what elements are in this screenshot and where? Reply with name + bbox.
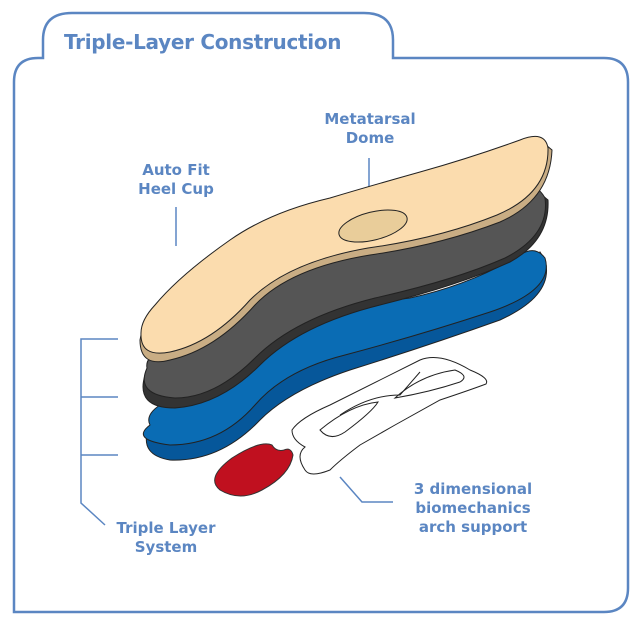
heel-pad xyxy=(214,443,294,497)
label-line: biomechanics xyxy=(415,499,531,517)
label-line: Heel Cup xyxy=(138,180,214,198)
label-line: Dome xyxy=(345,129,395,147)
label-line: arch support xyxy=(418,518,528,536)
label-line: System xyxy=(134,538,198,556)
top-layer xyxy=(139,135,553,363)
arch-support-leader xyxy=(339,476,393,503)
arch-support-shell xyxy=(291,357,488,475)
label-line: Metatarsal xyxy=(324,110,416,128)
label-line: Triple Layer xyxy=(116,519,216,537)
diagram-title: Triple-Layer Construction xyxy=(64,30,342,54)
label-metatarsal-dome: Metatarsal Dome xyxy=(315,110,425,148)
label-arch-support: 3 dimensional biomechanics arch support xyxy=(398,480,548,537)
triple-layer-bracket xyxy=(80,338,118,526)
frame-border xyxy=(12,11,630,614)
label-line: 3 dimensional xyxy=(413,480,533,498)
metatarsal-dome xyxy=(338,209,408,243)
label-triple-layer-system: Triple Layer System xyxy=(106,519,226,557)
label-heel-cup: Auto Fit Heel Cup xyxy=(126,161,226,199)
label-line: Auto Fit xyxy=(142,161,210,179)
